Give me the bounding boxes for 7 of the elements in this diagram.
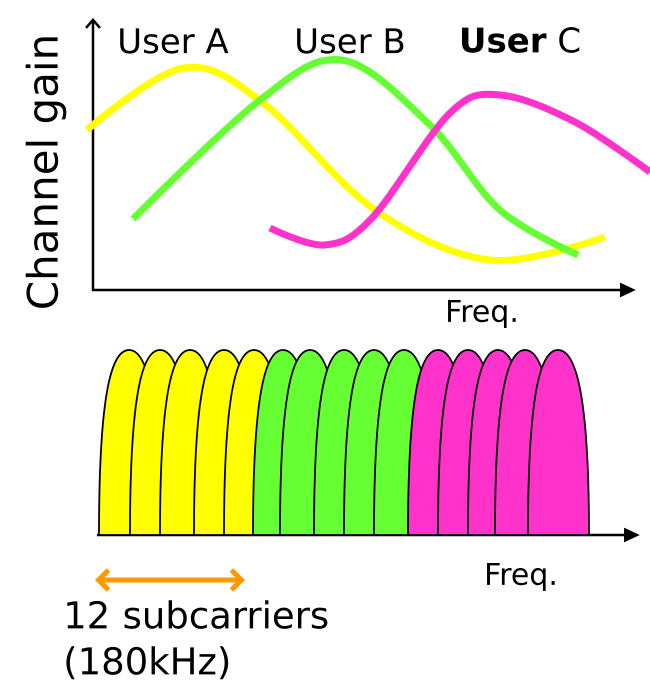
axis-label: Freq. [448,300,516,328]
axis-label: Freq. [487,562,555,592]
user-label: User B [297,28,404,54]
user-label: User C [462,27,580,53]
user-label: User A [120,28,228,54]
bandwidth-label: 12 subcarriers (180kHz) [66,600,328,680]
axis-label: Channel gain [26,37,66,308]
